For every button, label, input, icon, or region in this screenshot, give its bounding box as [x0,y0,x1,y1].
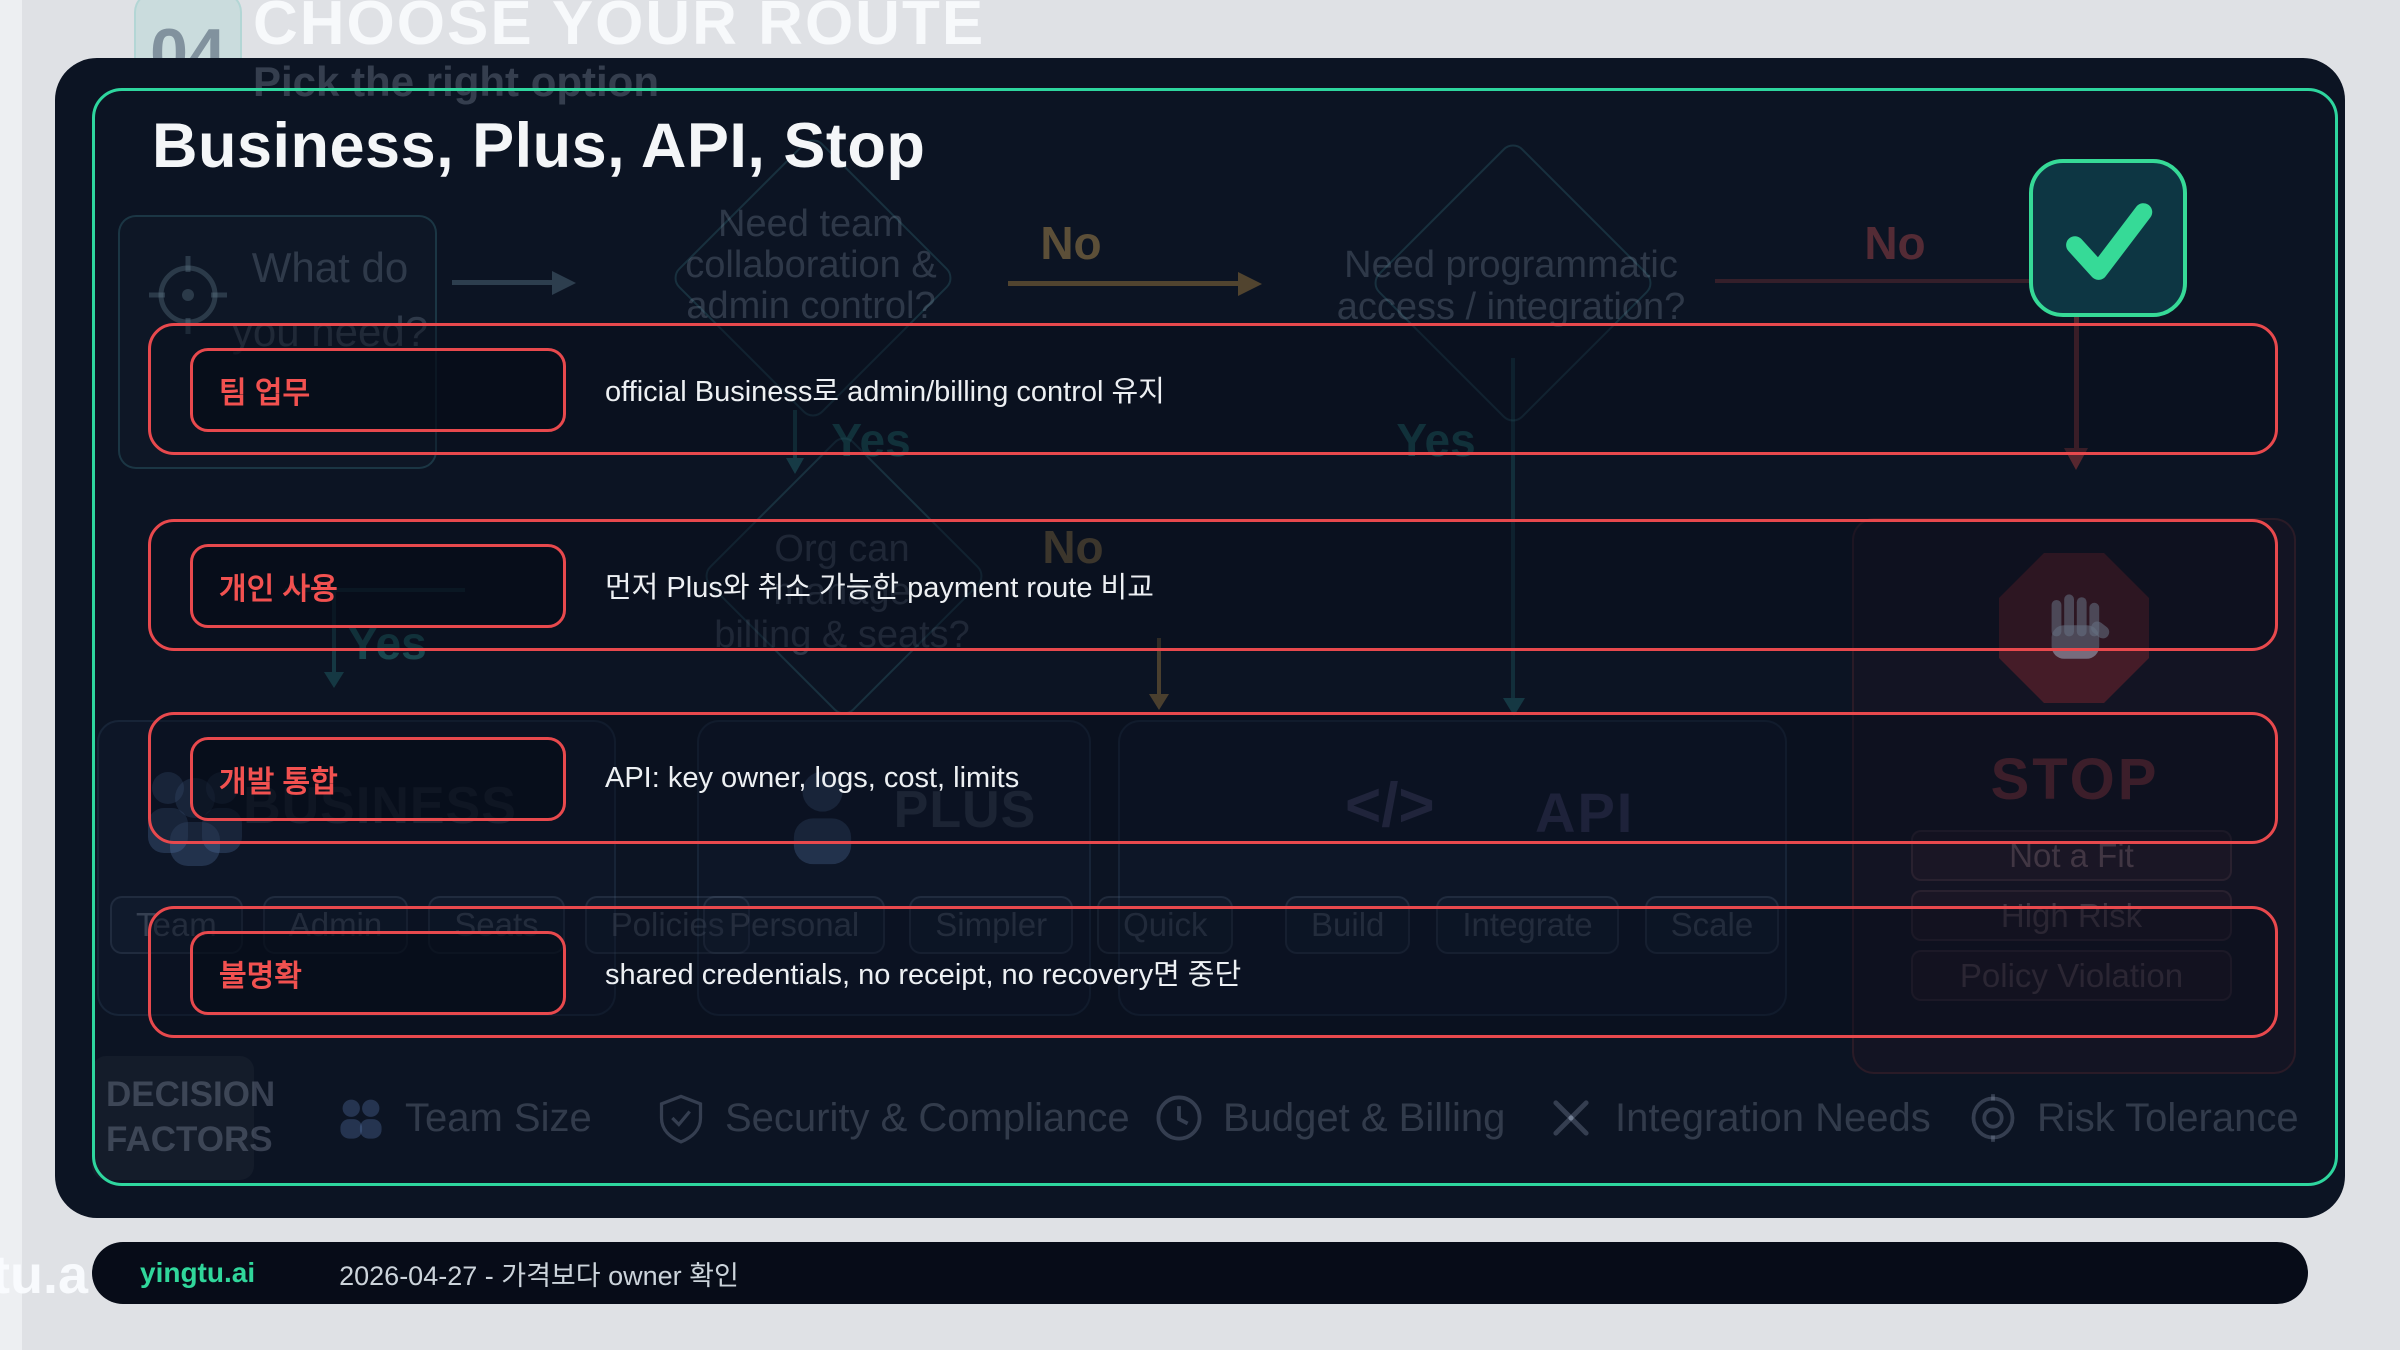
point-desc-personal: 먼저 Plus와 취소 가능한 payment route 비교 [605,572,1154,604]
flow-amber-down [1157,638,1161,694]
flow-no-label-1: No [1040,217,1102,269]
flow-arrow-right-1 [452,280,552,285]
flow-diamond-org-text: Org can manage billing & seats? [712,528,972,657]
flow-plus-name: PLUS [893,781,1037,839]
flow-teal-down-1 [793,410,797,458]
chip: Quick [1097,896,1234,954]
factor-team-size: Team Size [335,1086,592,1150]
flow-api-name: API [1535,781,1635,844]
flow-diamond-team-text: Need team collaboration & admin control? [651,204,971,327]
decision-factors-heading: DECISION FACTORS [92,1056,276,1180]
flow-no-label-3: No [1042,521,1104,573]
factor-label: Budget & Billing [1223,1095,1506,1140]
point-row-unclear: 불명확 shared credentials, no receipt, no r… [148,906,2278,1038]
people-icon [340,1099,382,1139]
brand-label: yingtu.ai [140,1257,256,1288]
flow-teal-arrowhead-1 [786,458,804,474]
flow-teal-down-2 [1511,358,1515,698]
factor-risk: Risk Tolerance [1967,1086,2299,1150]
chip: Integrate [1436,896,1619,954]
flow-yes-label-1: Yes [831,414,911,466]
flow-teal-down-3 [332,592,336,672]
point-row-personal: 개인 사용 먼저 Plus와 취소 가능한 payment route 비교 [148,519,2278,651]
flow-team-line3: admin control? [686,285,936,327]
flow-stop-items: Not a Fit High Risk Policy Violation [1911,830,2232,1010]
flow-what-line2: you need? [231,308,429,355]
point-desc-team: official Business로 admin/billing control… [605,376,1165,408]
chip: Build [1285,896,1411,954]
flow-stop-name: STOP [1990,747,2160,812]
point-label-text: 불명확 [219,960,302,993]
decision-heading-text: DECISION FACTORS [92,1056,276,1162]
point-desc-unclear: shared credentials, no receipt, no recov… [605,959,1242,991]
slide-frame [92,88,2338,1186]
flow-what-line1: What do [251,244,409,291]
flow-api-chips: Build Integrate Scale [1285,896,1780,954]
point-row-dev: 개발 통합 API: key owner, logs, cost, limits [148,712,2278,844]
checkmark-icon [2066,203,2153,280]
flow-what-text: What do you need? [230,236,430,364]
flow-yes-label-2: Yes [1396,414,1476,466]
stop-item: High Risk [1911,890,2232,941]
factor-label: Integration Needs [1615,1095,1931,1140]
decision-line2: FACTORS [106,1120,273,1159]
point-label-text: 개인 사용 [219,573,338,606]
footer-note: 2026-04-27 - 가격보다 owner 확인 [339,1260,739,1291]
integration-arrows-icon [1553,1100,1589,1136]
flow-team-line1: Need team [718,203,904,245]
point-label-team: 팀 업무 [190,348,566,432]
flow-teal-arrowhead-3 [324,672,344,688]
flow-amber-arrowhead [1149,694,1169,710]
chip: Scale [1644,896,1780,954]
flow-red-line [1715,279,2075,283]
factor-label: Security & Compliance [725,1095,1130,1140]
factor-integration: Integration Needs [1545,1086,1931,1150]
clock-icon [1156,1095,1202,1141]
chip: Personal [703,896,886,954]
factor-security: Security & Compliance [655,1086,1130,1150]
background-slide-subtitle: Pick the right option [253,58,659,105]
factor-label: Team Size [405,1095,592,1140]
flow-no-label-2: No [1864,217,1926,269]
point-label-dev: 개발 통합 [190,737,566,821]
flow-api-line2: access / integration? [1336,286,1686,328]
target-icon [1971,1094,2015,1142]
background-watermark: tu.a [0,1245,89,1305]
page-title: Business, Plus, API, Stop [152,111,926,181]
background-slide-title: CHOOSE YOUR ROUTE [253,0,986,58]
flow-team-line2: collaboration & [685,244,937,286]
chip: Simpler [909,896,1074,954]
flow-plus-chips: Personal Simpler Quick [703,896,1234,954]
flow-red-down-line [2074,298,2079,448]
point-label-unclear: 불명확 [190,931,566,1015]
shield-icon [659,1094,703,1144]
code-icon: </> [1345,771,1435,840]
stop-item: Not a Fit [1911,830,2232,881]
flow-api-card [1118,720,1787,1016]
point-label-text: 개발 통합 [219,766,338,799]
flow-arrow-right-2 [1008,281,1238,286]
check-badge [2029,159,2187,317]
stop-item: Policy Violation [1911,950,2232,1001]
flow-arrowhead-right-2 [1238,272,1262,296]
factor-budget: Budget & Billing [1153,1086,1505,1150]
overlay-panel: Pick the right option What do you need? … [55,58,2345,1218]
flow-org-line1: Org can manage [773,528,911,613]
crosshair-icon [149,256,227,334]
flow-arrowhead-right-1 [552,271,576,295]
decision-line1: DECISION [106,1075,276,1114]
page-edge-strip [0,0,22,1350]
footer-bar: yingtu.ai 2026-04-27 - 가격보다 owner 확인 [92,1242,2308,1304]
flow-api-line1: Need programmatic [1344,244,1678,286]
point-desc-dev: API: key owner, logs, cost, limits [605,761,1020,794]
point-row-team: 팀 업무 official Business로 admin/billing co… [148,323,2278,455]
point-label-personal: 개인 사용 [190,544,566,628]
chip: Policies [584,896,751,954]
flow-teal-arrowhead-2 [1503,698,1525,716]
factor-label: Risk Tolerance [2037,1095,2299,1140]
point-label-text: 팀 업무 [219,377,311,410]
flow-plus-card [697,720,1091,1016]
flow-diamond-api-text: Need programmatic access / integration? [1331,244,1691,328]
